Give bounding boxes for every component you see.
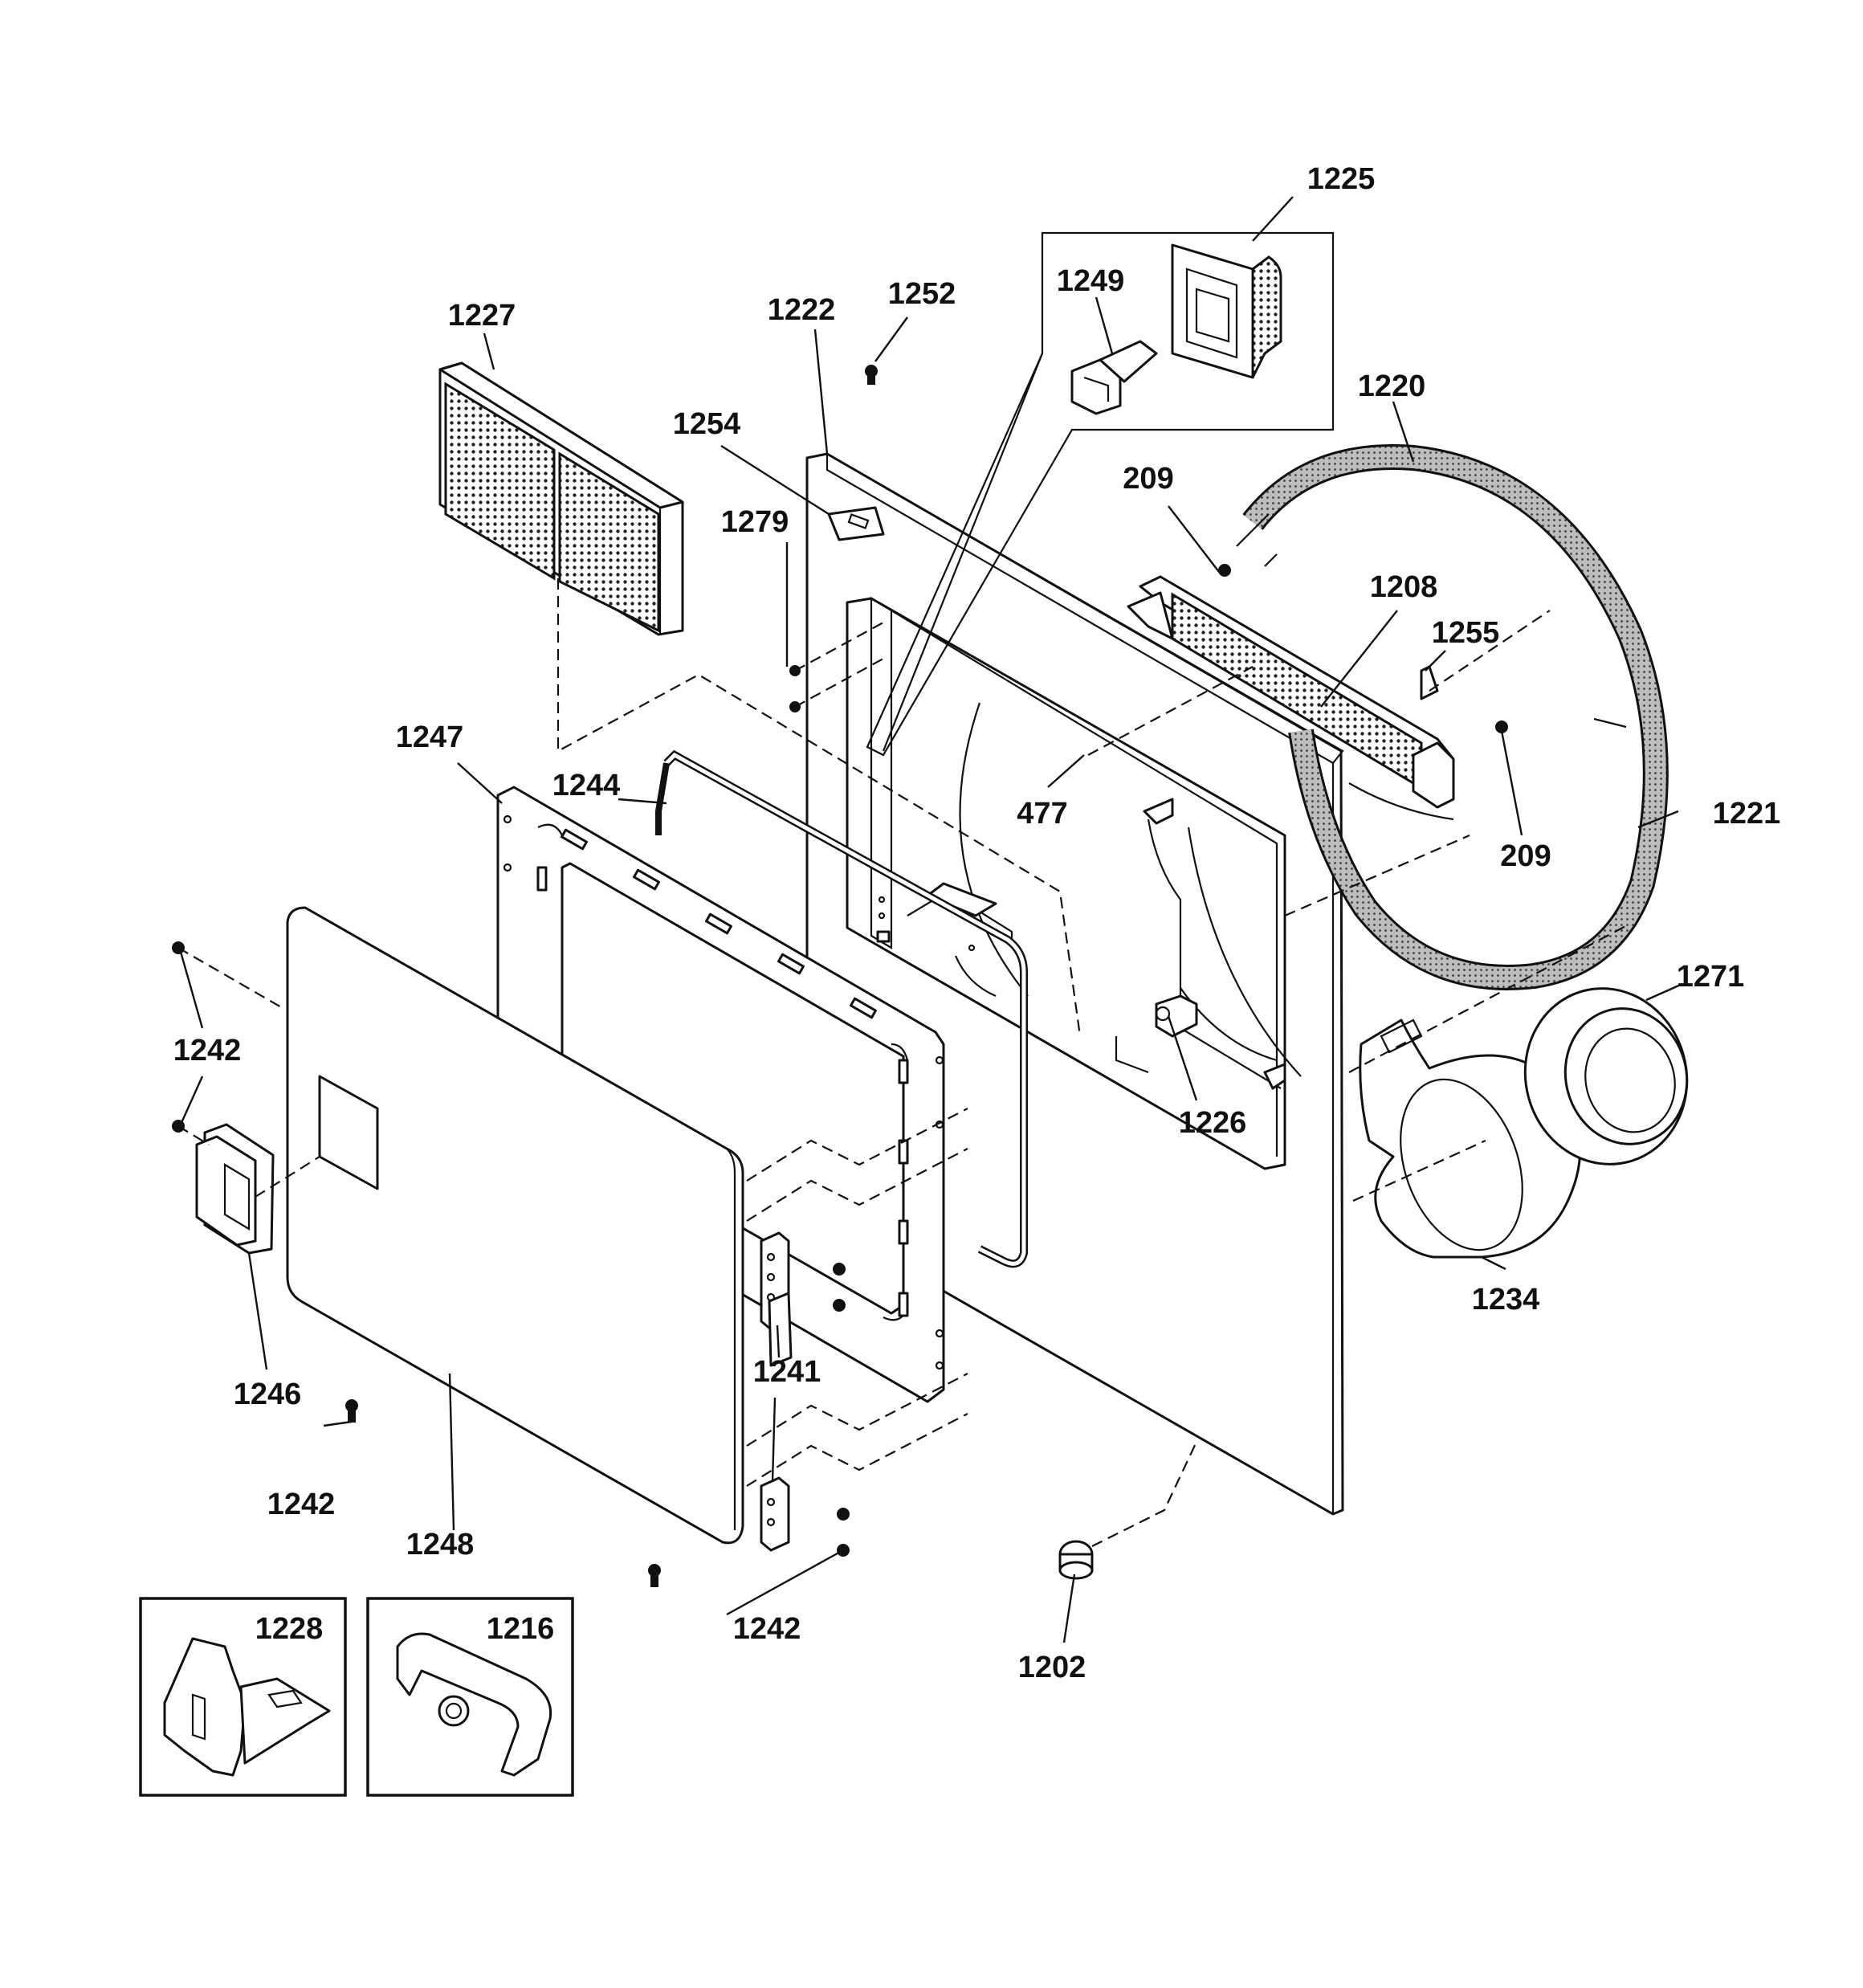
callout-1222: 1222 [768, 293, 836, 327]
callout-1227: 1227 [448, 299, 516, 333]
callout-1242-bottom-left: 1242 [267, 1488, 336, 1521]
inset-1228 [139, 1597, 347, 1797]
callout-1241: 1241 [753, 1355, 821, 1389]
blower-ring [1523, 987, 1689, 1165]
callout-1208: 1208 [1370, 570, 1438, 604]
callout-1228: 1228 [255, 1612, 324, 1646]
callout-1248: 1248 [406, 1528, 475, 1561]
callout-1244: 1244 [552, 769, 621, 802]
callout-477: 477 [1017, 797, 1067, 831]
callout-1234: 1234 [1472, 1283, 1540, 1316]
callout-1242-left: 1242 [173, 1034, 242, 1067]
callout-1279: 1279 [721, 505, 789, 539]
inner-door [496, 786, 945, 1403]
callout-1202: 1202 [1018, 1651, 1086, 1684]
callout-1252: 1252 [888, 277, 956, 311]
callout-1246: 1246 [234, 1378, 302, 1411]
callout-1242-bottom: 1242 [733, 1612, 801, 1646]
callout-1247: 1247 [396, 720, 464, 754]
inset-latch-strike [866, 231, 1335, 757]
callout-1220: 1220 [1358, 369, 1426, 403]
callout-1216: 1216 [487, 1612, 555, 1646]
door-gasket [655, 749, 1028, 1268]
callout-209-top: 209 [1123, 462, 1173, 496]
callout-1225: 1225 [1307, 162, 1376, 196]
callout-1221: 1221 [1713, 797, 1781, 831]
lint-filter [438, 361, 684, 636]
callout-labels: 1225 1249 1252 1222 1227 1220 1254 209 1… [173, 162, 1781, 1684]
screws [172, 365, 1508, 1587]
alignment-lines [177, 578, 1631, 1547]
callout-1254: 1254 [673, 407, 741, 441]
callout-1226: 1226 [1179, 1106, 1247, 1140]
outer-door [286, 906, 744, 1545]
callout-1249: 1249 [1057, 264, 1125, 298]
callout-1271: 1271 [1677, 960, 1745, 994]
door-hinges [760, 1231, 793, 1552]
foot [1058, 1540, 1094, 1580]
callout-1255: 1255 [1432, 616, 1500, 650]
drum-seal [1236, 444, 1669, 990]
door-handle [195, 1123, 275, 1255]
lint-duct [1127, 575, 1455, 821]
inset-1216 [366, 1597, 574, 1797]
callout-209-right: 209 [1500, 839, 1551, 873]
leader-lines [179, 196, 1683, 1643]
